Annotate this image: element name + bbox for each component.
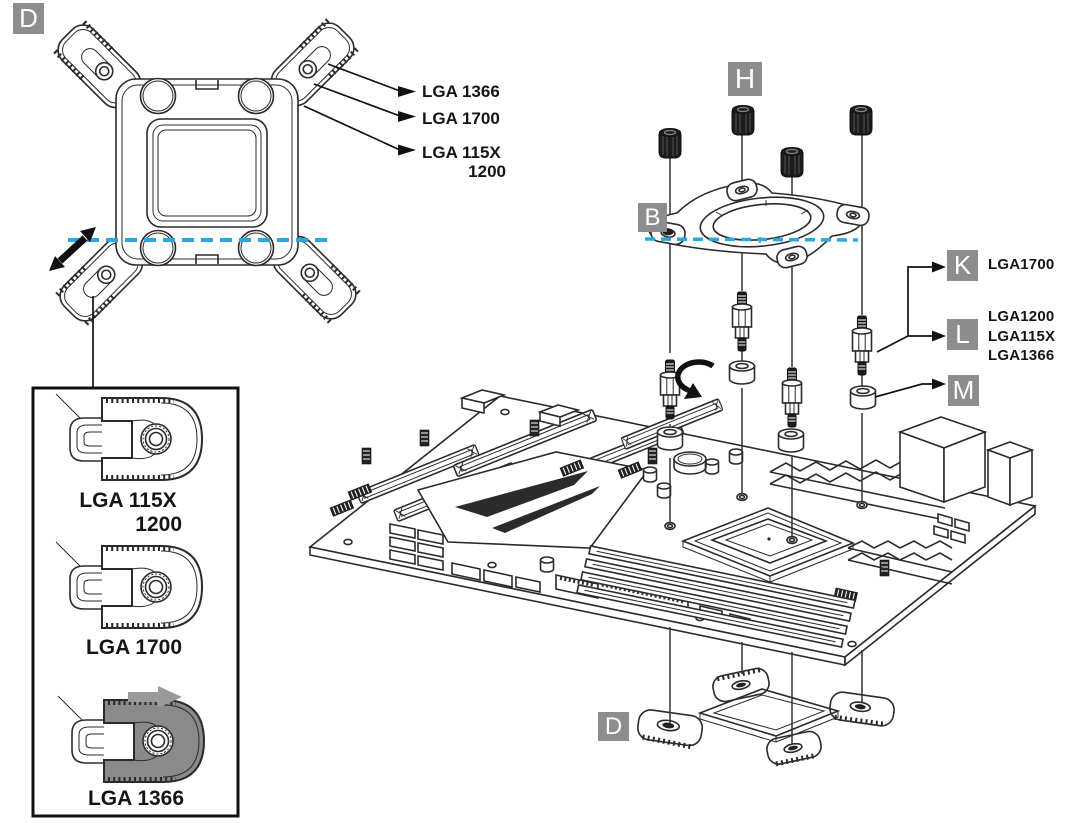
callout-l-label-3: LGA1366 xyxy=(988,347,1055,364)
callout-l-label-2: LGA115X xyxy=(988,328,1056,345)
motherboard xyxy=(308,389,1037,667)
callout-l-label-1: LGA1200 xyxy=(988,308,1055,325)
retention-bracket-front-view xyxy=(52,17,362,327)
callout-k-label: LGA1700 xyxy=(988,256,1055,273)
step-badge-d-top: D xyxy=(13,3,44,34)
right-corner-components xyxy=(897,416,1035,545)
part-badge-b: B xyxy=(638,203,667,232)
callout-leaders xyxy=(874,261,946,398)
dimm-slots xyxy=(576,544,856,649)
detail-label-lga115x: LGA 115X xyxy=(79,489,177,512)
thumb-nuts-h xyxy=(658,104,873,178)
part-badge-h: H xyxy=(728,62,762,96)
backplate-iso xyxy=(636,667,895,767)
part-badge-d-bottom: D xyxy=(598,712,629,741)
top-bracket-iso xyxy=(647,178,870,269)
label-lga1200: 1200 xyxy=(468,162,506,181)
vrm-heatsink-right xyxy=(847,540,953,585)
slide-direction-arrow xyxy=(49,227,96,271)
socket-label-leaders xyxy=(303,63,416,156)
label-lga1700: LGA 1700 xyxy=(422,109,500,128)
part-badge-m: M xyxy=(948,375,979,406)
label-lga115x: LGA 115X xyxy=(422,143,501,162)
detail-label-1200: 1200 xyxy=(135,513,182,536)
slide-right-arrow xyxy=(128,686,182,708)
corner-detail-box xyxy=(31,386,240,818)
dashed-alignment-line-right xyxy=(644,237,859,242)
part-badge-l: L xyxy=(947,319,978,350)
standoffs xyxy=(659,291,873,428)
rotation-arrow xyxy=(675,359,715,399)
detail-label-lga1366: LGA 1366 xyxy=(87,787,185,810)
part-badge-k: K xyxy=(947,250,978,281)
label-lga1366: LGA 1366 xyxy=(422,82,500,101)
detail-label-lga1700: LGA 1700 xyxy=(85,636,183,659)
